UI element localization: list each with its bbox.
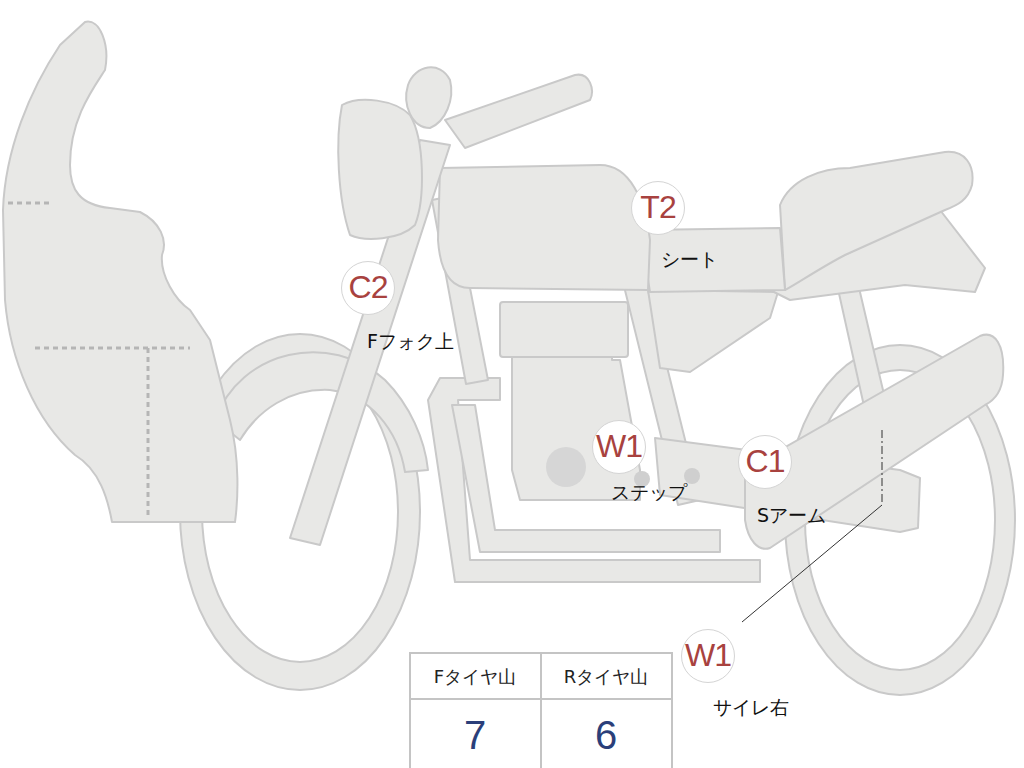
callout-circle: W1ステップ: [592, 420, 646, 474]
callout-code: W1: [596, 428, 642, 465]
part-name: サイレ右: [713, 695, 789, 721]
headlight: [338, 100, 422, 239]
table-grid: [410, 653, 672, 768]
callout-circle: C2Fフォク上: [341, 261, 395, 315]
fuel-tank: [438, 165, 650, 290]
side-cover: [648, 290, 778, 372]
callout-circle: T2シート: [631, 181, 685, 235]
table-value: 6: [595, 713, 617, 758]
callout-code: T2: [640, 189, 675, 226]
seat: [640, 228, 785, 292]
engine-cover: [546, 447, 586, 487]
callout-circle: W1サイレ右: [681, 629, 735, 683]
callout-code: C2: [349, 269, 388, 306]
handlebar: [445, 75, 592, 148]
meter: [406, 67, 451, 128]
callout-code: W1: [685, 637, 731, 674]
callout-circle: C1Sアーム: [738, 435, 792, 489]
fairing: [3, 22, 237, 522]
part-name: シート: [661, 247, 718, 273]
part-name: Fフォク上: [367, 329, 454, 355]
table-header: Rタイヤ山: [564, 665, 649, 689]
fairing-seam: [8, 203, 190, 515]
callout-code: C1: [746, 443, 785, 480]
leader-line: [742, 430, 882, 622]
engine-head: [500, 302, 628, 357]
table-value: 7: [464, 713, 486, 758]
part-name: Sアーム: [757, 503, 826, 529]
rear-seat: [780, 152, 973, 290]
table-header: Fタイヤ山: [434, 665, 516, 689]
part-name: ステップ: [611, 480, 687, 506]
